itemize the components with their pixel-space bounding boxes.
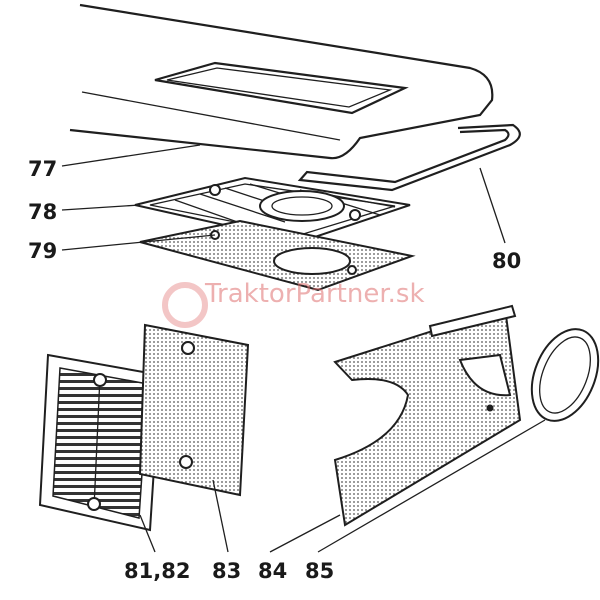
grille-part-81-82 (38, 353, 162, 532)
callout-78: 78 (28, 200, 57, 224)
watermark-text: TraktorPartner.sk (204, 279, 425, 309)
side-shroud-part-84 (333, 304, 522, 527)
ring-part-85 (530, 328, 600, 422)
leader-lines (61, 144, 546, 553)
filter-panel-part-83 (138, 323, 250, 497)
seal-part-80 (297, 123, 521, 192)
callout-85: 85 (305, 559, 334, 583)
frame-part-78 (134, 176, 411, 244)
hood-part-77 (69, 3, 494, 160)
callout-79: 79 (28, 239, 57, 263)
callout-81-82: 81,82 (124, 559, 190, 583)
gasket-part-79 (139, 219, 416, 292)
callout-84: 84 (258, 559, 287, 583)
watermark: TraktorPartner.sk (162, 279, 425, 328)
callout-83: 83 (212, 559, 241, 583)
callout-77: 77 (28, 157, 57, 181)
callout-80: 80 (492, 249, 521, 273)
